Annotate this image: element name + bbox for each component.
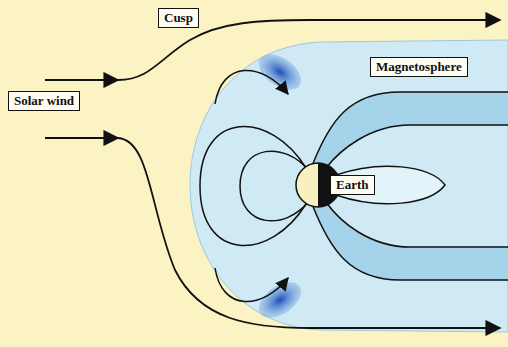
flow-line (118, 20, 500, 80)
plasma-sheet (336, 166, 445, 203)
field-line (200, 127, 306, 246)
cusp-field-line (215, 268, 288, 302)
label-text: Cusp (164, 10, 193, 26)
solar-wind-arrow (45, 137, 118, 139)
label-text: Solar wind (14, 93, 74, 109)
tail-field-line (336, 166, 445, 203)
tail-field-line (326, 202, 508, 247)
cusp-field-line (215, 70, 288, 104)
label-box: Magnetosphere (370, 57, 468, 77)
label-box: Earth (330, 175, 375, 195)
label-text: Earth (336, 177, 369, 193)
magnetosphere-region (190, 40, 508, 332)
south-cusp (252, 275, 307, 325)
north-cusp (252, 47, 307, 97)
tail-field-line (312, 204, 508, 280)
north-lobe (312, 92, 508, 168)
label-box: Solar wind (8, 91, 80, 111)
tail-field-line (326, 125, 508, 168)
tail-field-line (312, 92, 508, 166)
flow-line (118, 138, 500, 328)
label-text: Magnetosphere (376, 59, 462, 75)
solar-wind-arrow (45, 79, 118, 81)
label-box: Cusp (158, 8, 199, 28)
south-lobe (312, 202, 508, 280)
